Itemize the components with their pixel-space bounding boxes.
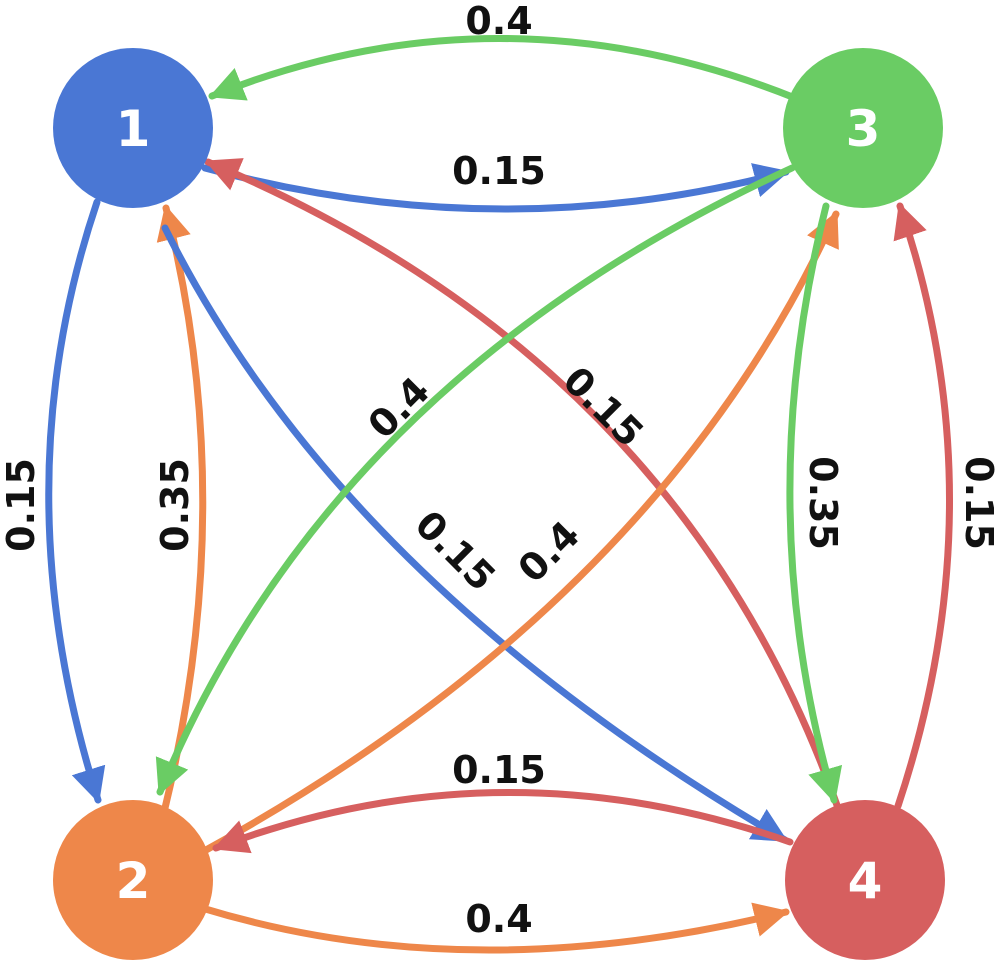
edge-label-4-to-1: 0.15 <box>554 358 651 455</box>
edge-label-3-to-2: 0.4 <box>359 368 438 447</box>
node-4-label: 4 <box>848 852 883 910</box>
edge-1-to-4 <box>161 224 789 844</box>
edge-3-to-4 <box>786 202 843 804</box>
edge-3-to-1 <box>208 35 799 102</box>
node-4-circle <box>785 800 945 960</box>
node-2: 2 <box>53 800 213 960</box>
edge-label-3-to-4: 0.35 <box>801 456 845 550</box>
edge-label-1-to-4: 0.15 <box>406 502 503 599</box>
node-3-circle <box>783 48 943 208</box>
edge-2-to-3 <box>202 210 840 854</box>
node-3-label: 3 <box>846 100 881 158</box>
edge-label-1-to-2: 0.15 <box>0 458 43 552</box>
edge-4-to-1 <box>204 158 842 812</box>
edge-4-to-3 <box>893 202 953 810</box>
node-3: 3 <box>783 48 943 208</box>
edge-label-2-to-1: 0.35 <box>153 458 197 552</box>
edge-4-to-2 <box>212 788 794 854</box>
edge-1-to-3 <box>201 163 790 213</box>
node-1-circle <box>53 48 213 208</box>
edge-label-4-to-3: 0.15 <box>957 456 997 550</box>
edge-label-1-to-3: 0.15 <box>452 149 546 193</box>
edge-label-3-to-1: 0.4 <box>465 0 532 43</box>
node-2-circle <box>53 800 213 960</box>
edge-label-2-to-4: 0.4 <box>465 897 532 941</box>
edge-2-to-1 <box>156 204 207 812</box>
node-2-label: 2 <box>116 852 151 910</box>
node-1: 1 <box>53 48 213 208</box>
edge-1-to-2 <box>45 198 106 804</box>
edge-3-to-2 <box>155 164 796 796</box>
edge-label-4-to-2: 0.15 <box>452 748 546 792</box>
node-1-label: 1 <box>116 100 151 158</box>
edge-2-to-4 <box>198 902 790 954</box>
node-4: 4 <box>785 800 945 960</box>
